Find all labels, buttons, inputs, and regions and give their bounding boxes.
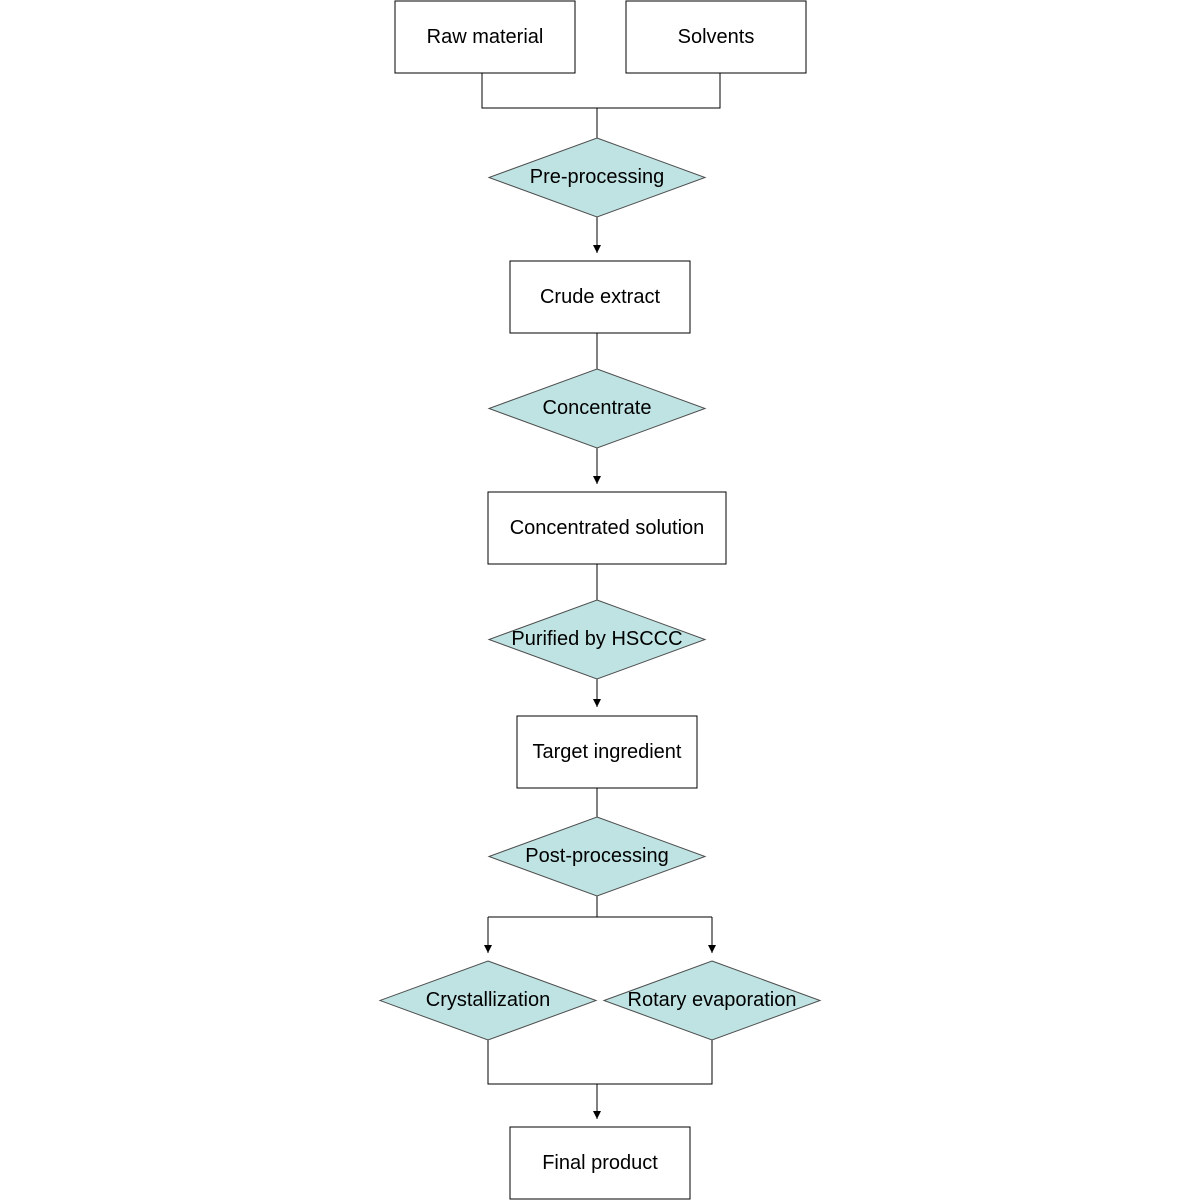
node-post-processing-label: Post-processing	[525, 845, 668, 867]
node-concentrate: Concentrate	[487, 368, 707, 449]
node-crystallization-label: Crystallization	[426, 989, 550, 1011]
node-rotary-evaporation-label: Rotary evaporation	[628, 989, 797, 1011]
node-pre-processing: Pre-processing	[487, 137, 707, 218]
node-purified-by-hsccc: Purified by HSCCC	[487, 599, 707, 680]
node-target-ingredient-label: Target ingredient	[533, 741, 682, 763]
node-solvents: Solvents	[625, 0, 807, 74]
node-purified-by-hsccc-label: Purified by HSCCC	[511, 628, 682, 650]
node-pre-processing-label: Pre-processing	[530, 166, 665, 188]
node-crystallization: Crystallization	[378, 960, 598, 1041]
node-concentrated-solution: Concentrated solution	[487, 491, 727, 565]
node-crude-extract-label: Crude extract	[540, 286, 660, 308]
node-concentrated-solution-label: Concentrated solution	[510, 517, 705, 539]
node-raw-material-label: Raw material	[427, 26, 544, 48]
node-solvents-label: Solvents	[678, 26, 755, 48]
node-raw-material: Raw material	[394, 0, 576, 74]
connectors	[481, 73, 721, 1119]
node-target-ingredient: Target ingredient	[516, 715, 698, 789]
node-crude-extract: Crude extract	[509, 260, 691, 334]
connector-branches-merge	[487, 1040, 713, 1085]
node-concentrate-label: Concentrate	[543, 397, 652, 419]
node-rotary-evaporation: Rotary evaporation	[602, 960, 822, 1041]
node-post-processing: Post-processing	[487, 816, 707, 897]
node-final-product-label: Final product	[542, 1152, 658, 1174]
node-final-product: Final product	[509, 1126, 691, 1200]
connector-inputs-merge	[481, 73, 721, 109]
connector-post-processing-split	[488, 896, 712, 918]
